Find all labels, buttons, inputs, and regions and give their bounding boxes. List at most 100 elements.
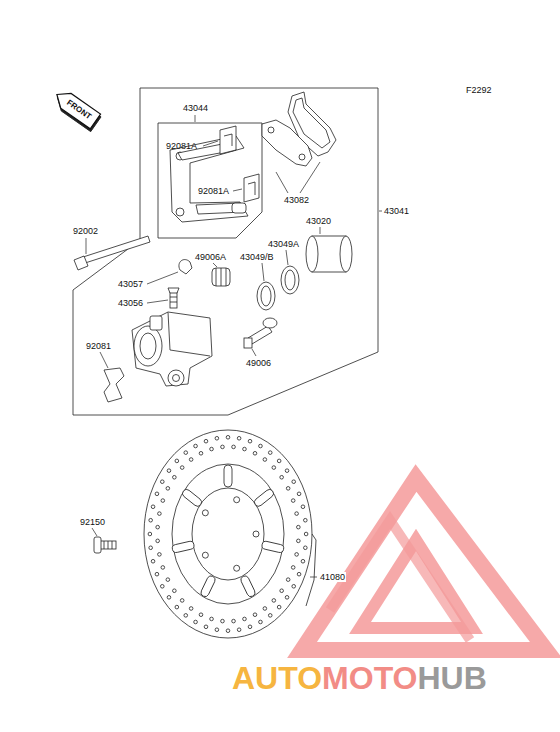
disc-hole <box>272 599 276 603</box>
disc-slot <box>172 541 195 554</box>
caliper-spring <box>104 368 124 402</box>
watermark-text: AUTO <box>232 660 322 696</box>
disc-hole <box>149 518 153 522</box>
callout-number: 43044 <box>183 103 208 113</box>
disc-hole <box>243 617 247 621</box>
callout-number: 49006A <box>195 252 226 262</box>
disc-slot <box>200 575 217 598</box>
disc-hole <box>155 492 159 496</box>
callout-number: 43082 <box>284 195 309 205</box>
disc-hole <box>259 444 263 448</box>
disc-hole <box>158 512 162 516</box>
disc-hole <box>243 447 247 451</box>
callout-number: 43041 <box>384 206 409 216</box>
disc-hole <box>253 451 257 455</box>
callout-number: 43049/B <box>240 252 274 262</box>
disc-hole <box>184 614 188 618</box>
figure-code: F2292 <box>466 85 492 95</box>
callout-number: 43049A <box>268 239 299 249</box>
callout-number: 92150 <box>80 517 105 527</box>
disc-hole <box>173 475 177 479</box>
disc-hole <box>304 532 308 536</box>
disc-hole <box>268 451 272 455</box>
disc-hole <box>161 566 165 570</box>
disc-hole <box>280 589 284 593</box>
callout-number: 43056 <box>118 298 143 308</box>
watermark-logo <box>302 478 546 650</box>
disc-hole <box>304 518 308 522</box>
disc-hole <box>285 469 289 473</box>
leader-lines <box>86 115 382 577</box>
disc-hole <box>156 539 160 543</box>
bracket-group-outline <box>158 123 262 238</box>
disc-hole <box>180 599 184 603</box>
disc-bolt-hole <box>253 531 259 537</box>
disc-bolt-hole <box>202 552 208 558</box>
disc-hole <box>189 458 193 462</box>
callout-number: 92002 <box>73 226 98 236</box>
disc-hole <box>166 578 170 582</box>
disc-hole <box>263 607 267 611</box>
disc-hole <box>291 566 295 570</box>
disc-hole <box>215 436 219 440</box>
callout-number: 92081A <box>198 186 229 196</box>
disc-hole <box>199 613 203 617</box>
brake-disc <box>144 430 316 638</box>
disc-hole <box>259 620 263 624</box>
callout-number: 92081A <box>166 141 197 151</box>
front-sign <box>51 87 103 131</box>
disc-hole <box>268 614 272 618</box>
disc-hole <box>184 451 188 455</box>
disc-hole <box>304 546 308 550</box>
disc-hole <box>232 619 236 623</box>
disc-slot <box>240 575 257 598</box>
disc-hole <box>248 439 252 443</box>
disc-hole <box>286 487 290 491</box>
disc-hole <box>175 605 179 609</box>
disc-hole <box>301 505 305 509</box>
disc-hole <box>155 572 159 576</box>
assembly-outline <box>73 88 378 415</box>
callout-number: 92081 <box>86 341 111 351</box>
watermark: AUTOMOTOHUB <box>232 660 487 696</box>
disc-hole <box>151 559 155 563</box>
disc-hole <box>297 525 301 529</box>
disc-hole <box>204 439 208 443</box>
disc-hole <box>194 620 198 624</box>
callout-number: 49006 <box>246 358 271 368</box>
disc-hole <box>175 459 179 463</box>
disc-bolt-hole <box>234 497 240 503</box>
disc-hole <box>189 607 193 611</box>
disc-hole <box>158 553 162 557</box>
disc-hole <box>277 605 281 609</box>
disc-hole <box>292 584 296 588</box>
brake-pad <box>262 92 336 166</box>
disc-bolt <box>94 537 116 553</box>
disc-hole <box>167 469 171 473</box>
disc-hole <box>161 499 165 503</box>
disc-hole <box>263 458 267 462</box>
bleeder-valve <box>168 288 179 308</box>
piston <box>306 236 352 272</box>
watermark-text: MOTO <box>322 660 417 696</box>
disc-hole <box>237 628 241 632</box>
disc-hole <box>297 492 301 496</box>
disc-hole <box>280 475 284 479</box>
callout-number: 43020 <box>306 216 331 226</box>
disc-hole <box>232 445 236 449</box>
disc-hole <box>226 629 230 633</box>
disc-slot <box>181 488 203 508</box>
disc-hole <box>204 625 208 629</box>
disc-hole <box>292 480 296 484</box>
disc-hole <box>226 435 230 439</box>
disc-hole <box>215 628 219 632</box>
disc-bolt-hole <box>234 565 240 571</box>
disc-hole <box>210 447 214 451</box>
disc-hole <box>210 617 214 621</box>
disc-slot <box>224 465 232 487</box>
disc-hole <box>248 625 252 629</box>
watermark-text: HUB <box>417 660 486 696</box>
disc-hole <box>160 584 164 588</box>
disc-hole <box>166 487 170 491</box>
disc-hole <box>301 559 305 563</box>
